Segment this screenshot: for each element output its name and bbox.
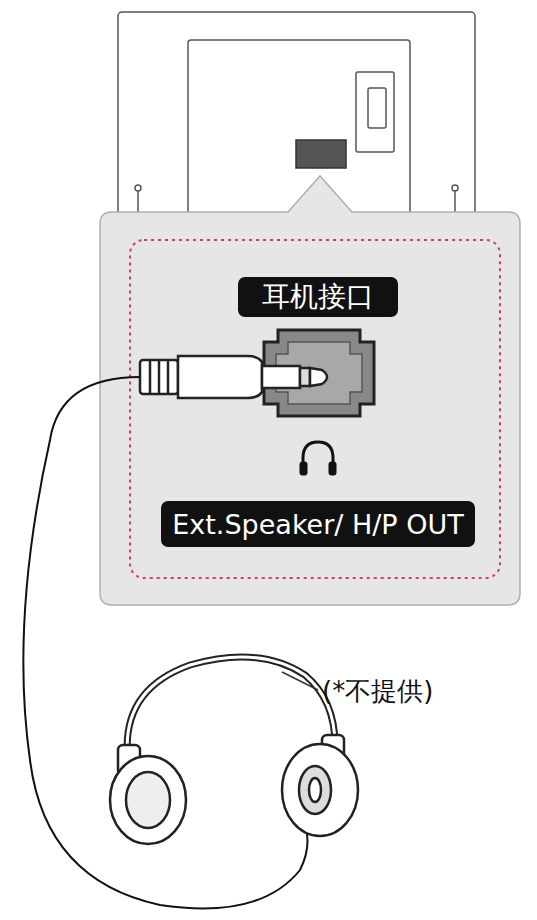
label-band: Ext.Speaker/ H/P OUT: [161, 501, 474, 547]
band-text: 耳机接口: [262, 278, 374, 316]
audio-plug: [140, 356, 327, 398]
callout-panel: [100, 176, 520, 605]
label-band: 耳机接口: [238, 277, 398, 317]
note-label: (*不提供): [322, 674, 433, 709]
cable: [23, 377, 307, 908]
band-text: Ext.Speaker/ H/P OUT: [172, 509, 463, 540]
dotted-frame: [130, 240, 500, 578]
headphone-icon: [300, 442, 336, 475]
leader-line: [282, 672, 318, 690]
headphones: [110, 657, 358, 844]
